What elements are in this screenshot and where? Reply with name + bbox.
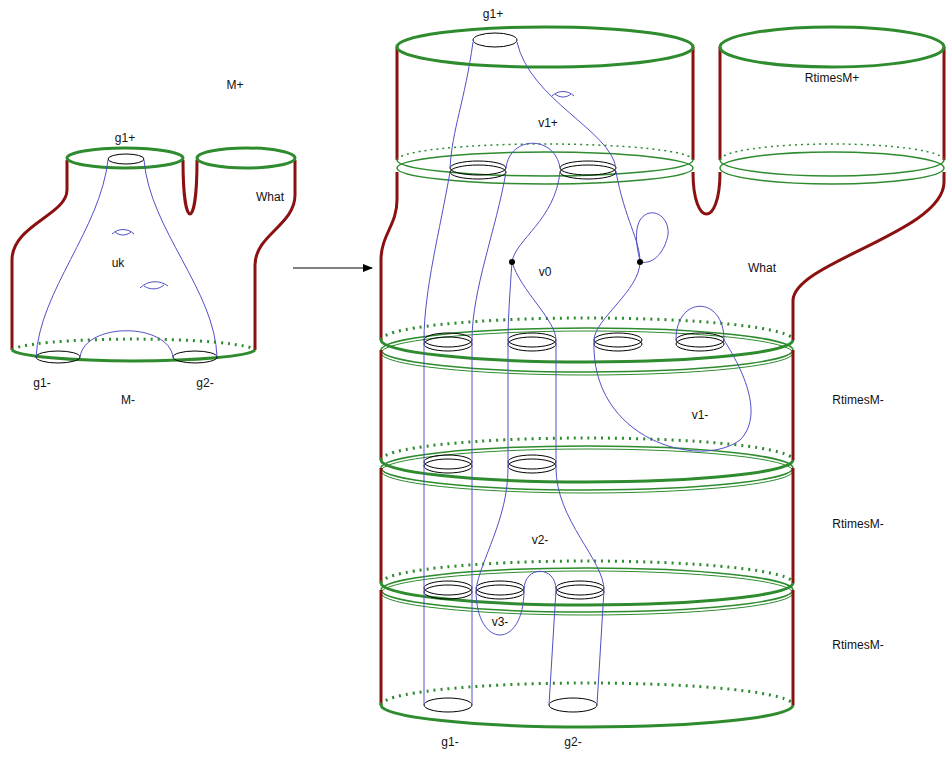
figure-label: g1- [441, 735, 458, 749]
figure-label: v0 [539, 265, 552, 279]
figure-label: RtimesM- [832, 517, 883, 531]
figure-label: RtimesM+ [805, 71, 859, 85]
figure-label: v3- [492, 615, 509, 629]
figure-label: RtimesM- [832, 638, 883, 652]
figure-label: v1+ [538, 116, 558, 130]
figure-label: v1- [692, 408, 709, 422]
figure-label: g1+ [483, 7, 503, 21]
figure-label: What [256, 190, 284, 204]
figure-label: g1- [33, 376, 50, 390]
figure-label: g2- [564, 735, 581, 749]
figure-label: g1+ [115, 131, 135, 145]
figure-label: RtimesM- [832, 393, 883, 407]
figure-label: uk [112, 256, 125, 270]
figure-label: g2- [196, 376, 213, 390]
figure-label: M- [121, 393, 135, 407]
figure-label: M+ [226, 78, 243, 92]
figure-label: What [748, 261, 776, 275]
figure-label: v2- [532, 533, 549, 547]
